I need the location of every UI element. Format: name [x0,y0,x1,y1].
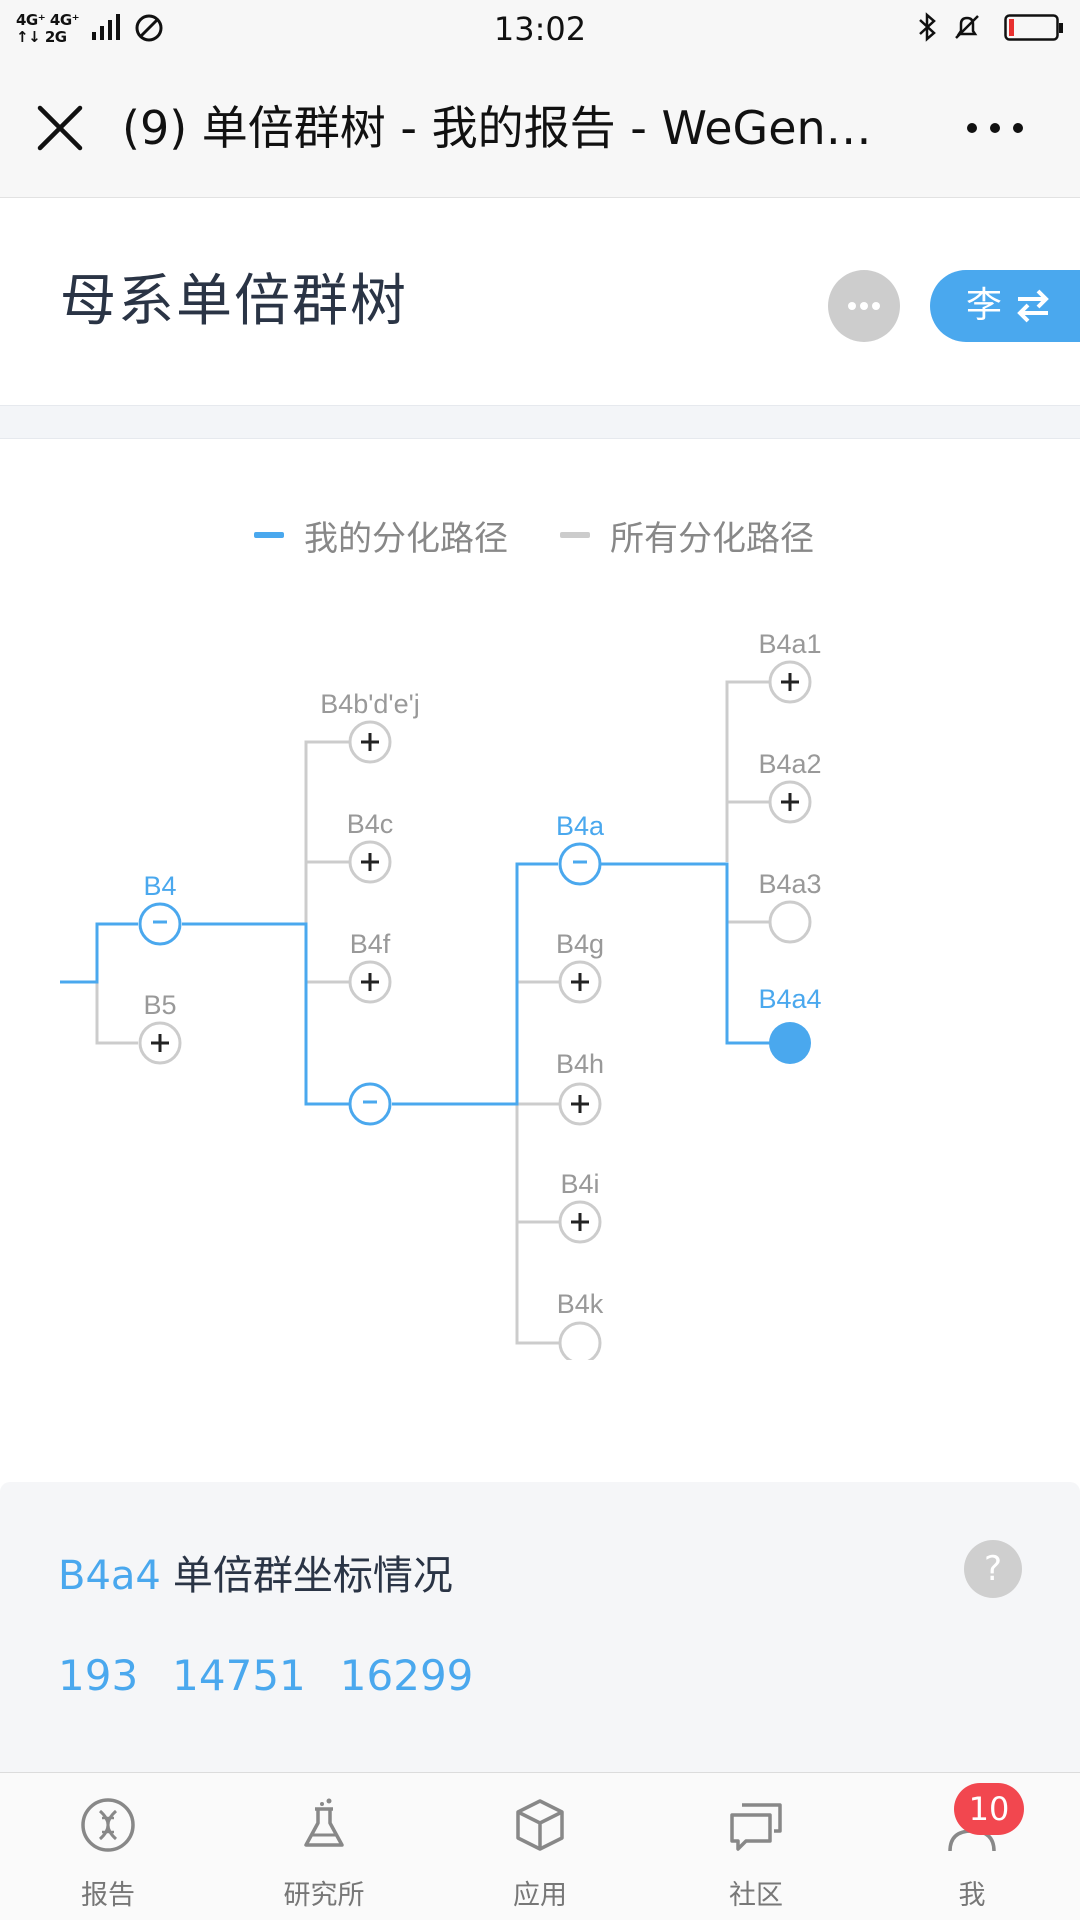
tree-node-B4i[interactable]: B4i [558,1169,602,1244]
info-title-text: 单倍群坐标情况 [172,1553,453,1599]
flask-icon [304,1798,344,1847]
tab-report[interactable]: 报告 [0,1773,216,1920]
no-disturb-icon [135,14,163,42]
info-haplogroup: B4a4 [58,1553,161,1599]
network-bottom-label: ↑↓ 2G [16,28,67,46]
tree-label-B4i: B4i [560,1169,599,1199]
tab-community[interactable]: 社区 [648,1773,864,1920]
tree-node-B4c[interactable]: B4c [347,809,394,884]
tab-lab[interactable]: 研究所 [216,1773,432,1920]
coordinate-value: 14751 [172,1651,306,1700]
dna-icon [81,1798,135,1852]
legend-swatch-all [560,532,590,538]
cube-icon [516,1799,564,1851]
tree-node-B4a3[interactable]: B4a3 [758,869,822,944]
notification-badge: 10 [954,1783,1024,1835]
coordinate-value: 193 [58,1651,139,1700]
bottom-tab-bar: 报告 研究所 应用 社区 [0,1772,1080,1920]
tree-label-B4a: B4a [556,811,605,841]
tree-node-B4f[interactable]: B4f [348,929,392,1004]
tree-label-B4: B4 [143,871,176,901]
close-icon[interactable] [32,100,88,156]
tree-node-B4a2[interactable]: B4a2 [758,749,822,824]
ellipsis-icon [848,302,880,310]
tree-label-B5: B5 [143,990,176,1020]
clock: 13:02 [493,10,587,48]
legend-item-all: 所有分化路径 [560,510,814,560]
tree-label-B4a3: B4a3 [758,869,821,899]
tab-label: 我 [958,1880,986,1911]
tree-node-B5[interactable]: B5 [138,990,182,1065]
tree-label-B4h: B4h [556,1049,604,1079]
tree-node-B4h[interactable]: B4h [556,1049,604,1126]
help-button[interactable]: ? [964,1540,1022,1598]
tree-label-B4bdej: B4b'd'e'j [320,689,420,719]
tree-label-B4k: B4k [557,1289,604,1319]
battery-icon [1004,14,1063,41]
bluetooth-icon [919,12,936,42]
app-header: (9) 单倍群树 - 我的报告 - WeGen… [0,58,1080,198]
tree-node-B4a4[interactable]: B4a4 [758,984,822,1064]
page-title: 母系单倍群树 [60,269,408,334]
user-label: 李 [966,285,1003,326]
legend: 我的分化路径 所有分化路径 [0,510,1080,560]
tree-label-B4f: B4f [350,929,391,959]
title-more-button[interactable] [828,270,900,342]
tree-node-B4bdej[interactable]: B4b'd'e'j [320,689,420,764]
haplogroup-tree: B4 B5 B4b'd'e'j B4c B4f B4 [60,629,822,1360]
status-bar: 4G⁺ 4G⁺ ↑↓ 2G 13:02 [0,0,1080,58]
network-indicator: 4G⁺ 4G⁺ ↑↓ 2G [16,11,80,46]
user-switch-button[interactable]: 李 [930,270,1080,342]
tree-label-B4g: B4g [556,929,604,959]
signal-icon [92,14,120,40]
coordinate-list: 193 14751 16299 [58,1646,473,1706]
swap-arrows-icon [1017,289,1049,323]
tree-node-B4a[interactable]: B4a [556,811,605,886]
tree-node-B4-sub[interactable] [348,1082,392,1126]
chat-icon [730,1803,782,1851]
tree-label-B4a2: B4a2 [758,749,821,779]
tree-label-B4c: B4c [347,809,394,839]
tab-apps[interactable]: 应用 [432,1773,648,1920]
tab-label: 报告 [81,1880,135,1911]
tree-node-B4k[interactable]: B4k [557,1289,604,1360]
legend-label-mine: 我的分化路径 [304,518,508,559]
tree-label-B4a1: B4a1 [758,629,821,659]
coordinate-value: 16299 [339,1651,474,1700]
tree-node-B4g[interactable]: B4g [556,929,604,1004]
header-title: (9) 单倍群树 - 我的报告 - WeGen… [122,101,872,155]
more-dots-icon[interactable] [960,108,1030,148]
tab-label: 应用 [513,1880,567,1911]
section-divider [0,405,1080,439]
tree-label-B4a4: B4a4 [758,984,821,1014]
bell-muted-icon [955,15,979,39]
legend-label-all: 所有分化路径 [610,518,814,559]
tab-label: 研究所 [283,1880,365,1911]
network-top-label: 4G⁺ 4G⁺ [16,11,80,29]
tab-label: 社区 [729,1880,783,1911]
legend-item-mine: 我的分化路径 [254,510,508,560]
tree-node-B4[interactable]: B4 [138,871,182,946]
tree-node-B4a1[interactable]: B4a1 [758,629,822,704]
legend-swatch-mine [254,532,284,538]
page-title-bar: 母系单倍群树 李 [0,199,1080,405]
